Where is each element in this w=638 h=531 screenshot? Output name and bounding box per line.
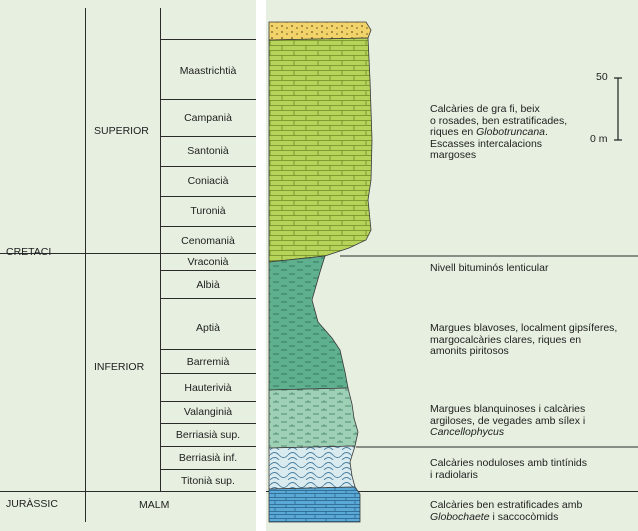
series-label-superior: SUPERIOR [94,125,149,137]
desc-line: Margues blavoses, localment gipsíferes, [430,322,618,334]
stage-divider [160,166,256,167]
desc-line: i radiolaris [430,468,478,481]
desc-line: Cancellophycus [430,426,585,439]
stage-divider [160,401,256,402]
blue-marl-layer [268,255,349,391]
stage-column-left-rule [160,8,161,492]
whitish-marl-description: Margues blanquinoses i calcàries argilos… [430,403,586,439]
stage-divider [160,446,256,447]
stage-label: Berriasià inf. [178,452,238,464]
stage-label: Santonià [187,145,229,157]
sand-cap-layer [268,21,372,41]
desc-line: Calcàries noduloses amb tintínids [430,457,587,469]
jurassic-boundary [0,491,256,492]
stage-label: Aptià [196,322,220,334]
stage-label: Titonià sup. [181,475,235,487]
stage-label: Berriasià sup. [175,429,241,441]
stage-label: Maastrichtià [179,65,237,77]
stage-divider [160,99,256,100]
upper-limestone-description: Calcàries de gra fi, beix o rosades, ben… [430,103,568,162]
desc-italic: Cancellophycus [430,426,505,438]
stage-divider [160,373,256,374]
stage-label: Valanginià [183,406,233,418]
desc-line: riques en Globotruncana. [430,126,548,138]
system-label-jurassic: JURÀSSIC [6,498,58,510]
upper-limestone-layer [268,37,373,263]
desc-line: amonits piritosos [430,345,509,357]
series-label-inferior: INFERIOR [94,361,145,373]
stage-label: Albià [196,279,220,291]
desc-line: margoses [430,149,477,161]
stage-divider [160,39,256,40]
scale-label-top: 50 [596,71,608,83]
nodular-limestone-layer [268,445,356,490]
desc-line: Escasses intercalacions [430,137,543,150]
desc-line: margocalcàries clares, riques en [430,333,582,346]
stage-divider [160,469,256,470]
panel-gap [256,0,266,531]
stage-divider [160,298,256,299]
stage-divider [160,136,256,137]
malm-limestone-layer [268,486,361,523]
stage-divider [160,349,256,350]
bituminous-description: Nivell bituminós lenticular [430,262,549,274]
stage-label: Turonià [190,205,226,217]
blue-marl-description: Margues blavoses, localment gipsíferes, … [430,322,618,358]
desc-line: o rosades, ben estratificades, [430,114,568,127]
whitish-marl-layer [268,387,359,449]
stage-label: Campanià [184,112,232,124]
stage-divider [160,226,256,227]
desc-line: Calcàries ben estratificades amb [430,499,583,511]
stage-divider [160,270,256,271]
jurassic-boundary-right [266,491,638,492]
stage-divider [160,423,256,424]
series-column-left-rule [85,8,86,522]
stage-label: Hauterivià [184,382,232,394]
scale-label-bottom: 0 m [590,133,608,145]
stage-label: Coniacià [187,175,229,187]
system-label-cretaci: CRETACI [6,246,52,258]
stage-divider [160,196,256,197]
stage-label: Barremià [186,356,230,368]
malm-limestone-description: Calcàries ben estratificades amb Globoch… [430,499,583,523]
nodular-limestone-description: Calcàries noduloses amb tintínids i radi… [430,457,587,481]
desc-italic: Globochaete [430,510,490,523]
series-label-malm: MALM [139,499,170,511]
desc-line: Margues blanquinoses i calcàries [430,403,586,415]
stage-label: Cenomanià [181,235,235,247]
desc-line: Calcàries de gra fi, beix [430,103,540,115]
desc-italic: Globotruncana [476,126,546,138]
stage-label: Vraconià [187,256,229,268]
desc-line: argiloses, de vegades amb sílex i [430,414,586,427]
cretaceous-inferior-boundary [0,253,256,254]
desc-line: Globochaete i saccocòmids [430,510,559,523]
